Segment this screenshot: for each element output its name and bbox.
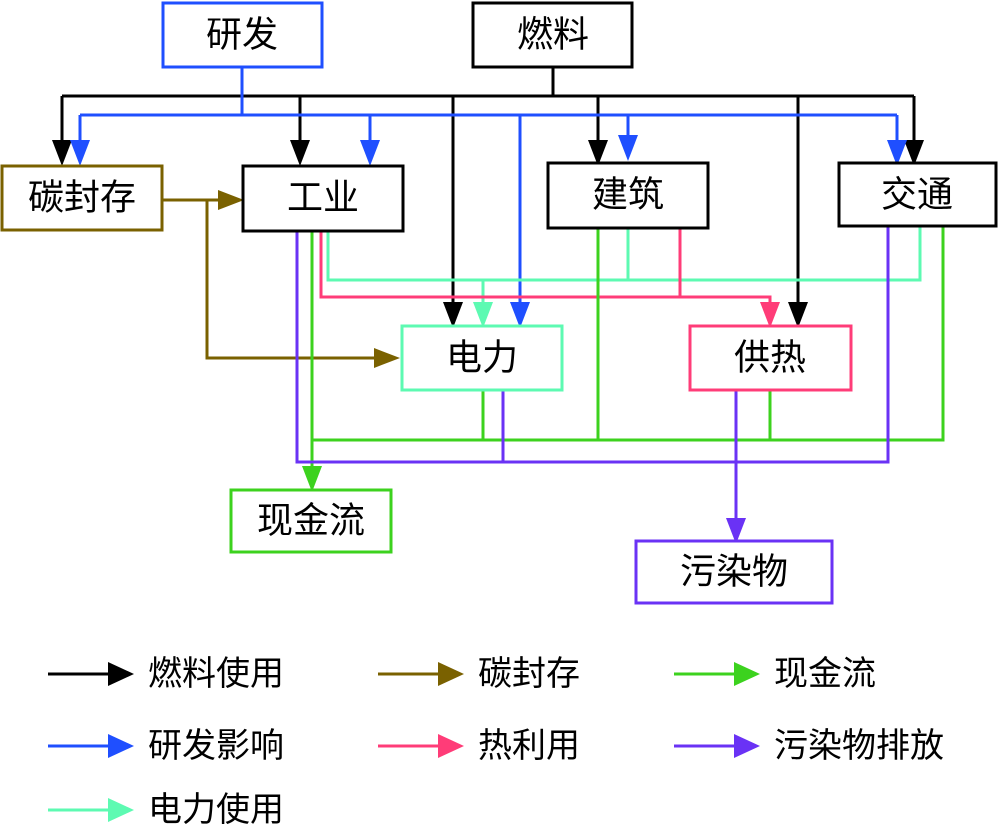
legend-label: 研发影响: [148, 726, 284, 766]
node-fuel: 燃料: [471, 1, 634, 69]
rnd-arrowhead: [887, 140, 907, 166]
node-transport: 交通: [837, 161, 998, 228]
rnd-arrowhead: [70, 140, 90, 166]
node-transport-label: 交通: [881, 175, 953, 216]
legend-item-carbon-storage: 碳封存: [378, 654, 580, 694]
legend-label: 污染物排放: [774, 726, 944, 766]
legend-label: 现金流: [774, 654, 876, 694]
node-electricity-label: 电力: [446, 338, 518, 379]
fuel-arrowhead: [290, 140, 310, 166]
carbon-arrowhead: [218, 190, 244, 210]
legend-label: 燃料使用: [148, 654, 284, 694]
node-industry: 工业: [241, 164, 405, 233]
node-building: 建筑: [546, 161, 710, 230]
node-carbon-storage-label: 碳封存: [28, 178, 136, 219]
legend-item-fuel-use: 燃料使用: [48, 654, 284, 694]
fuel-arrowhead: [788, 302, 808, 328]
rnd-arrowhead: [618, 135, 638, 161]
rnd-arrowhead: [510, 302, 530, 328]
power-arrowhead: [473, 302, 493, 328]
legend-item-power-use: 电力使用: [48, 790, 284, 830]
node-pollutants-label: 污染物: [680, 552, 788, 593]
rnd-flow-lines: [78, 67, 899, 324]
node-carbon-storage: 碳封存: [0, 164, 164, 232]
node-rnd: 研发: [161, 1, 324, 69]
pollution-flow-lines: [295, 226, 890, 540]
legend-item-heat-use: 热利用: [378, 726, 580, 766]
fuel-arrowhead: [443, 302, 463, 328]
fuel-arrowhead: [52, 140, 72, 166]
node-pollutants: 污染物: [634, 539, 834, 605]
legend-label: 电力使用: [148, 790, 284, 830]
legend: 燃料使用 碳封存 现金流 研发影响 热利用 污染物排放: [48, 654, 944, 830]
heat-flow-lines: [319, 228, 772, 324]
node-electricity: 电力: [400, 324, 564, 392]
carbon-arrowhead: [374, 348, 400, 368]
node-heating-label: 供热: [734, 338, 806, 379]
fuel-flow-lines: [60, 67, 916, 324]
node-industry-label: 工业: [287, 178, 359, 219]
node-heating: 供热: [688, 324, 853, 392]
cash-flow-lines: [310, 226, 945, 488]
power-flow-lines: [326, 226, 922, 324]
legend-label: 热利用: [478, 726, 580, 766]
cash-arrowhead: [302, 466, 322, 492]
fuel-arrowhead: [904, 140, 924, 166]
node-building-label: 建筑: [592, 175, 664, 216]
heat-arrowhead: [760, 302, 780, 328]
rnd-arrowhead: [360, 140, 380, 166]
node-cash-flow: 现金流: [229, 488, 393, 554]
pollution-arrowhead: [726, 518, 746, 544]
fuel-arrowhead: [588, 140, 608, 166]
legend-item-rnd-impact: 研发影响: [48, 726, 284, 766]
node-rnd-label: 研发: [206, 15, 278, 56]
arrowheads: [52, 135, 924, 544]
legend-item-cash-flow: 现金流: [674, 654, 876, 694]
node-fuel-label: 燃料: [517, 15, 589, 56]
node-cash-flow-label: 现金流: [257, 501, 365, 542]
legend-label: 碳封存: [478, 654, 580, 694]
legend-item-pollutant-emission: 污染物排放: [674, 726, 944, 766]
